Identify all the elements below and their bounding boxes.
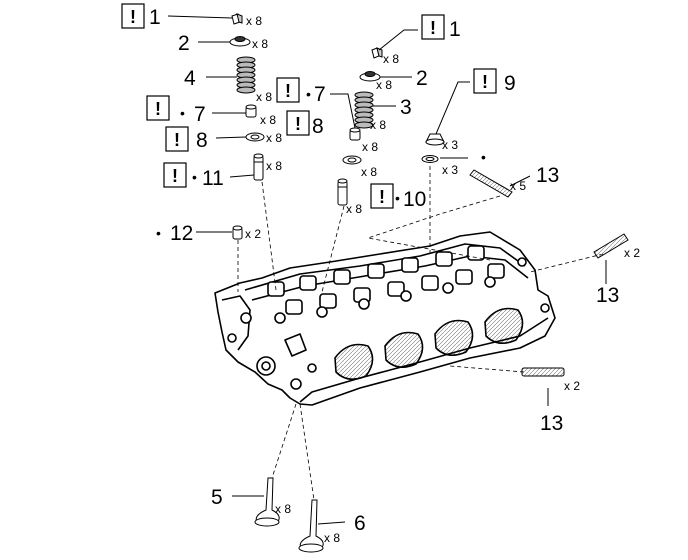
bullet-12: •	[156, 225, 161, 241]
valve-stem-oil-seal-right	[349, 127, 361, 141]
qty-10: x 8	[346, 202, 362, 216]
qty-9: x 3	[442, 138, 458, 152]
qty-8-left: x 8	[266, 131, 282, 145]
warning-mark-1b: !	[430, 18, 436, 38]
qty-8-right: x 8	[361, 165, 377, 179]
valve-spring-right	[354, 91, 374, 129]
callout-2-right: 2	[416, 67, 428, 90]
bullet-7a: •	[180, 105, 185, 121]
warning-mark-9: !	[482, 72, 488, 92]
callout-3: 3	[400, 96, 412, 119]
qty-13-upper: x 5	[510, 179, 526, 193]
valve-spring-seat-left	[245, 132, 265, 142]
valve-spring-retainer-left	[229, 36, 251, 47]
stud-bolt-right	[593, 233, 629, 259]
qty-7-left: x 8	[260, 113, 276, 127]
bullet-10: •	[395, 190, 400, 206]
valve-stem-oil-seal-left	[245, 104, 257, 118]
exhaust-valve	[298, 499, 324, 553]
valve-spring-seat-right	[342, 155, 362, 165]
valve-guide-bush-left	[253, 153, 264, 181]
callout-6: 6	[354, 512, 366, 535]
warning-mark-8b: !	[295, 114, 301, 134]
qty-7-right: x 8	[362, 140, 378, 154]
bullet-11: •	[192, 169, 197, 185]
qty-11: x 8	[266, 159, 282, 173]
callout-8-right: 8	[312, 115, 324, 138]
warning-mark-11: !	[172, 166, 178, 186]
cylinder-head	[214, 231, 556, 406]
intake-valve	[254, 477, 280, 527]
qty-5: x 8	[275, 502, 291, 516]
qty-3: x 8	[370, 118, 386, 132]
plug-and-gasket	[421, 133, 445, 163]
warning-mark-10: !	[379, 187, 385, 207]
valve-keeper-left	[231, 13, 243, 25]
callout-13-upper: 13	[536, 164, 559, 187]
qty-1-left: x 8	[246, 14, 262, 28]
valve-guide-bush-right	[337, 178, 348, 206]
callout-5: 5	[211, 486, 223, 509]
callout-4: 4	[184, 67, 196, 90]
qty-1-right: x 8	[383, 52, 399, 66]
callout-12: 12	[170, 222, 193, 245]
callout-13-right: 13	[596, 284, 619, 307]
qty-2-right: x 8	[376, 78, 392, 92]
qty-12: x 2	[245, 227, 261, 241]
warning-mark-8a: !	[174, 130, 180, 150]
warning-mark-1a: !	[130, 7, 136, 27]
callout-10: 10	[403, 188, 426, 211]
ring-pin	[232, 225, 243, 240]
callout-7-left: 7	[194, 103, 206, 126]
callout-1-right: 1	[449, 18, 461, 41]
callout-7-right: 7	[314, 83, 326, 106]
valve-spring-left	[236, 56, 256, 94]
qty-13-right: x 2	[624, 246, 640, 260]
callout-8-left: 8	[196, 129, 208, 152]
valve-spring-retainer-right	[359, 71, 381, 82]
callout-13-lower: 13	[540, 412, 563, 435]
warning-mark-7a: !	[155, 99, 161, 119]
qty-2-left: x 8	[252, 37, 268, 51]
callout-2-left: 2	[178, 32, 190, 55]
stud-bolt-upper	[469, 169, 513, 198]
qty-13-lower: x 2	[564, 379, 580, 393]
valve-keeper-right	[371, 47, 383, 59]
callout-11: 11	[202, 167, 224, 190]
callout-1-left: 1	[149, 6, 161, 29]
qty-4: x 8	[256, 90, 272, 104]
leader-lines	[167, 15, 607, 525]
bullet-7b: •	[306, 86, 311, 102]
warning-mark-7b: !	[285, 81, 291, 101]
dashed-leaders	[237, 166, 604, 501]
callout-9: 9	[504, 72, 516, 95]
bullet-gasket: •	[481, 149, 486, 165]
qty-gasket: x 3	[442, 163, 458, 177]
qty-6: x 8	[324, 531, 340, 545]
warning-boxes	[121, 3, 497, 209]
stud-bolt-lower	[521, 367, 565, 377]
